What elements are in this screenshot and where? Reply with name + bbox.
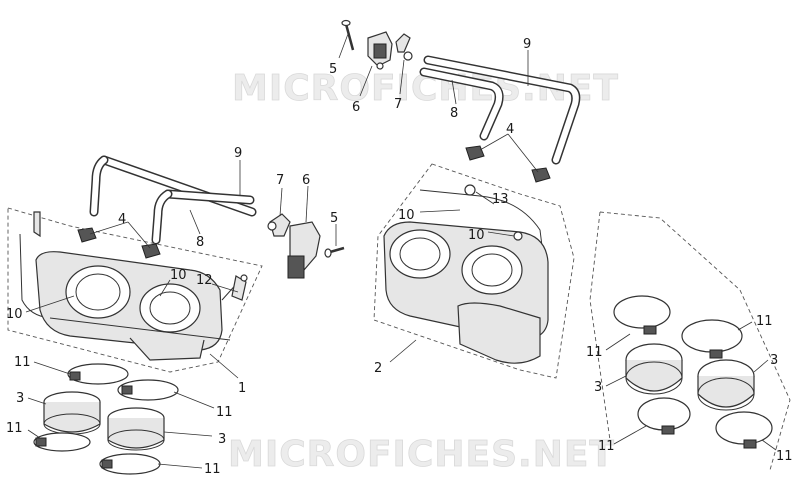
left-clamp-c xyxy=(33,432,91,452)
left-bolt xyxy=(324,246,345,258)
callout-12: 12 xyxy=(196,273,213,288)
leader-lines xyxy=(25,33,777,469)
callout-13: 13 xyxy=(492,192,509,207)
watermark-bottom: MICROFICHES.NET xyxy=(228,434,615,475)
callout-6-left: 6 xyxy=(302,173,310,188)
left-coupling-a xyxy=(43,391,101,435)
callout-11-right-b: 11 xyxy=(756,314,773,329)
callout-10-left-b: 10 xyxy=(170,268,187,283)
top-connector xyxy=(395,33,413,61)
callout-11-left-b: 11 xyxy=(216,405,233,420)
top-clip-right xyxy=(531,167,551,183)
top-bolt xyxy=(341,19,355,51)
callout-8-top: 8 xyxy=(450,106,458,121)
callout-7-left: 7 xyxy=(276,173,284,188)
callout-2: 2 xyxy=(374,361,382,376)
callout-11-left-c: 11 xyxy=(6,421,23,436)
left-throttle-outline xyxy=(7,207,263,373)
left-sensor-group xyxy=(267,213,345,279)
left-clamp-d xyxy=(99,453,161,475)
right-clamp-c xyxy=(637,397,691,435)
callout-11-left-d: 11 xyxy=(204,462,221,477)
callout-11-right-a: 11 xyxy=(586,345,603,360)
top-sensor xyxy=(367,31,393,70)
callout-10-right-a: 10 xyxy=(398,208,415,223)
right-throttle-outline xyxy=(373,163,575,379)
left-clamp-b xyxy=(117,379,179,401)
left-fuel-rail xyxy=(89,155,257,245)
left-sensor xyxy=(287,221,321,279)
right-throttle-body xyxy=(383,184,549,364)
callout-1: 1 xyxy=(238,381,246,396)
callout-4-top: 4 xyxy=(506,122,514,137)
left-clip-a xyxy=(77,227,97,243)
left-connector xyxy=(267,213,291,237)
callout-4-left: 4 xyxy=(118,212,126,227)
callout-5-left: 5 xyxy=(330,211,338,226)
top-sensor-group xyxy=(341,19,413,70)
right-coupling-a xyxy=(625,343,683,395)
right-outline-b xyxy=(589,211,611,441)
callout-5-top: 5 xyxy=(329,62,337,77)
callout-3-left-b: 3 xyxy=(218,432,226,447)
callout-10-right-b: 10 xyxy=(468,228,485,243)
right-outline-a xyxy=(599,211,741,291)
callout-10-left-a: 10 xyxy=(6,307,23,322)
right-clamp-a xyxy=(613,295,671,335)
callout-7-top: 7 xyxy=(394,97,402,112)
callout-3-left-a: 3 xyxy=(16,391,24,406)
callout-9-left: 9 xyxy=(234,146,242,161)
top-clip-left xyxy=(465,145,485,161)
right-clamp-d xyxy=(715,411,773,449)
top-fuel-rail xyxy=(419,55,581,165)
callout-8-left: 8 xyxy=(196,235,204,250)
callout-6-top: 6 xyxy=(352,100,360,115)
right-coupling-b xyxy=(697,359,755,411)
callout-3-right-b: 3 xyxy=(770,353,778,368)
callout-11-right-c: 11 xyxy=(598,439,615,454)
callout-11-right-d: 11 xyxy=(776,449,793,464)
callout-3-right-a: 3 xyxy=(594,380,602,395)
left-throttle-body xyxy=(19,211,248,361)
callout-11-left-a: 11 xyxy=(14,355,31,370)
callout-9-top: 9 xyxy=(523,37,531,52)
left-clip-b xyxy=(141,243,161,259)
right-outline-c xyxy=(739,289,791,471)
right-clamp-b xyxy=(681,319,743,359)
left-coupling-b xyxy=(107,407,165,451)
callouts: 5 6 7 8 9 4 13 10 10 9 7 6 5 4 8 10 10 1… xyxy=(6,37,793,477)
left-clamp-a xyxy=(67,363,129,385)
